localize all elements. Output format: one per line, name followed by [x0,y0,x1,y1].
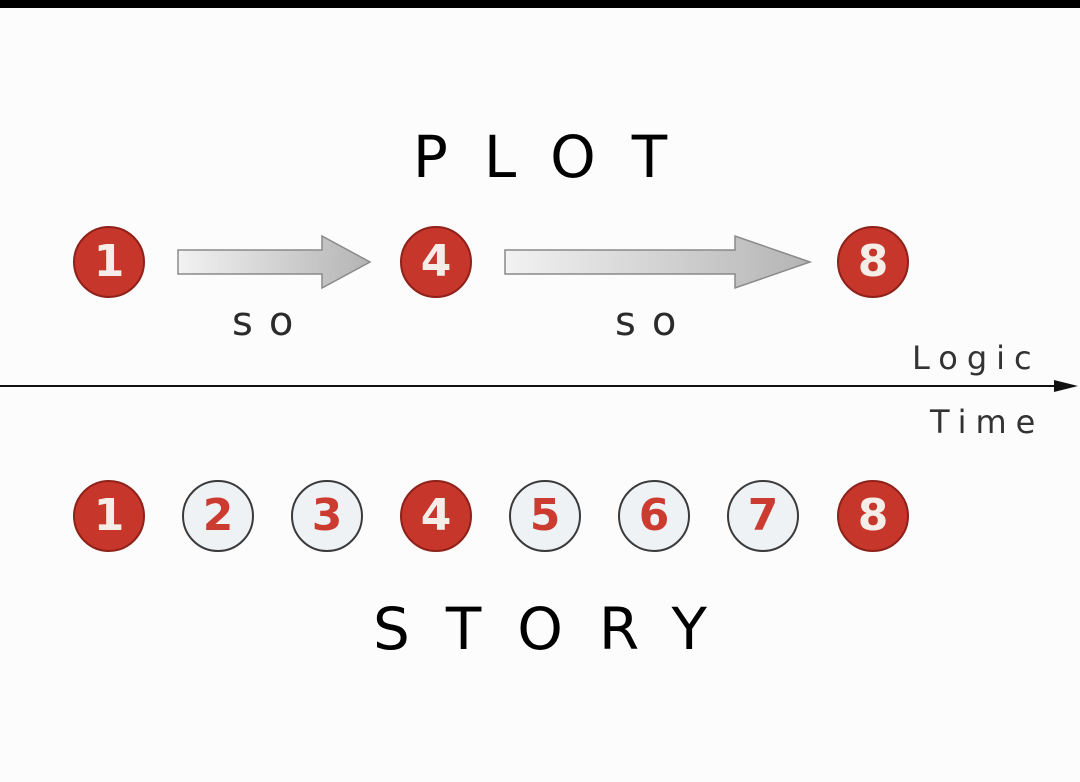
story-title: STORY [373,595,743,663]
plot-node-8: 8 [837,226,909,298]
story-node-2: 2 [182,480,254,552]
so-arrow-2 [504,234,813,290]
plot-node-4: 4 [400,226,472,298]
axis-label-time: Time [930,403,1045,441]
top-border [0,0,1080,8]
so-label-2: so [615,299,693,345]
axis-arrowhead [1054,380,1078,392]
story-node-7: 7 [727,480,799,552]
axis-label-logic: Logic [912,339,1041,377]
story-node-6: 6 [618,480,690,552]
story-node-1: 1 [73,480,145,552]
so-label-1: so [232,299,310,345]
plot-node-1: 1 [73,226,145,298]
story-node-8: 8 [837,480,909,552]
story-node-4: 4 [400,480,472,552]
story-node-3: 3 [291,480,363,552]
so-arrow-1 [177,234,372,290]
plot-title: PLOT [412,123,704,191]
story-node-5: 5 [509,480,581,552]
